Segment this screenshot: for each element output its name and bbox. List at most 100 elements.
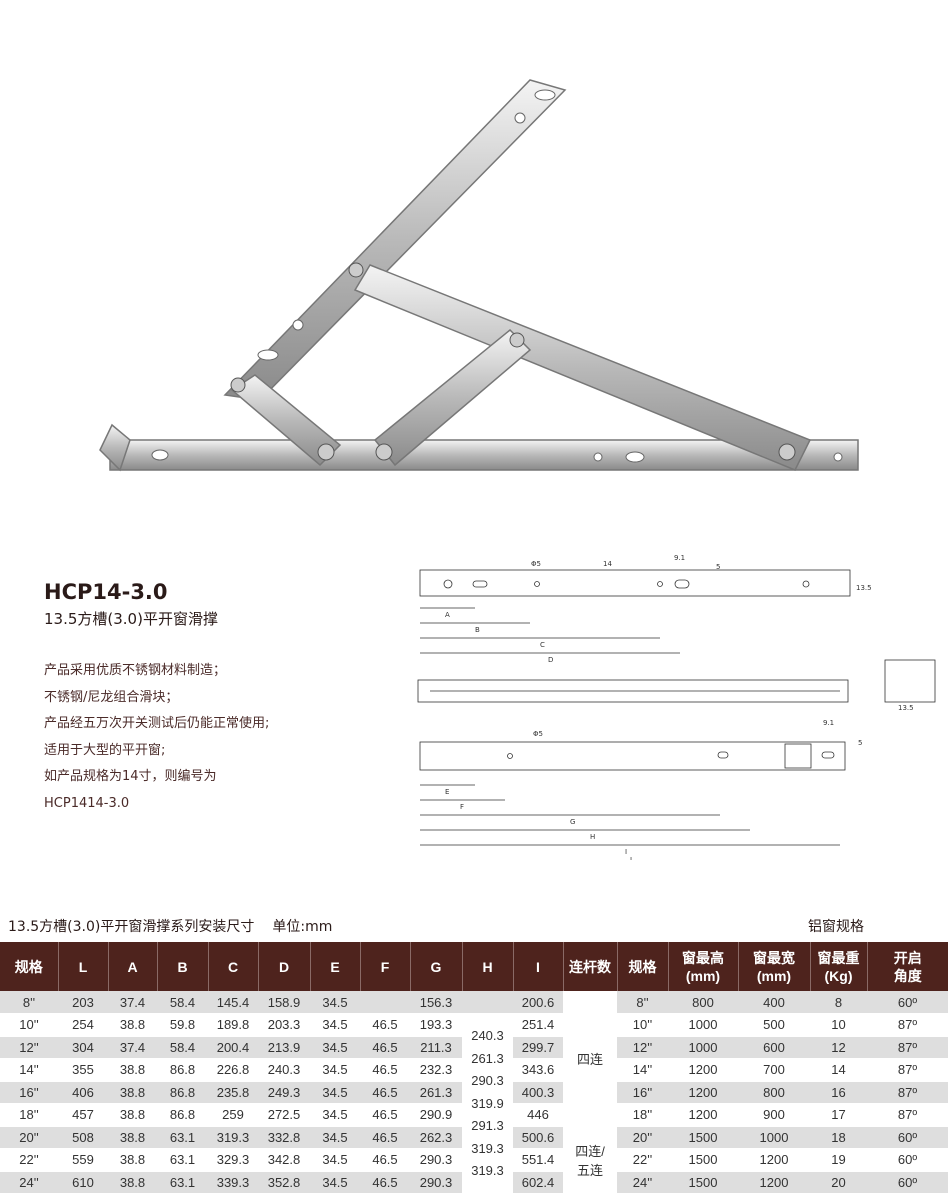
table-cell: 12''	[617, 1036, 668, 1059]
table-cell: 87º	[867, 1081, 948, 1104]
table-cell: 352.8	[258, 1171, 310, 1194]
table-cell: 262.3	[410, 1126, 462, 1149]
table-cell: 339.3	[208, 1171, 258, 1194]
table-cell: 18	[810, 1126, 867, 1149]
feature-item: HCP1414-3.0	[44, 795, 130, 811]
table-cell: 34.5	[310, 1171, 360, 1194]
table-cell: 87º	[867, 1036, 948, 1059]
table-cell: 37.4	[108, 991, 157, 1014]
table-cell: 16''	[617, 1081, 668, 1104]
column-header: E	[309, 942, 360, 991]
table-cell: 20	[810, 1171, 867, 1194]
table-cell: 400	[738, 991, 810, 1014]
table-cell: 193.3	[410, 1013, 462, 1037]
table-cell: 86.8	[157, 1081, 208, 1104]
table-cell: 58.4	[157, 991, 208, 1014]
column-header: 开启 角度	[866, 942, 948, 991]
table-cell: 20''	[617, 1126, 668, 1149]
table-cell: 158.9	[258, 991, 310, 1014]
table-cell: 38.8	[108, 1126, 157, 1149]
table-cell: 46.5	[360, 1171, 410, 1194]
table-cell: 446	[513, 1103, 563, 1127]
svg-text:9.1: 9.1	[823, 719, 834, 727]
table-cell: 19	[810, 1148, 867, 1172]
table-cell: 343.6	[513, 1058, 563, 1082]
svg-text:13.5: 13.5	[856, 584, 872, 592]
svg-text:13.5: 13.5	[898, 704, 914, 712]
table-cell: 10''	[0, 1013, 58, 1037]
table-cell: 46.5	[360, 1126, 410, 1149]
table-cell: 12	[810, 1036, 867, 1059]
table-cell: 87º	[867, 1103, 948, 1127]
column-header: L	[57, 942, 108, 991]
top-view-drawing: A B C D Φ5 14 9.1 5 13.5	[419, 554, 872, 664]
svg-text:9.1: 9.1	[674, 554, 685, 562]
table-cell: 406	[58, 1081, 108, 1104]
table-cell: 189.8	[208, 1013, 258, 1037]
column-header: D	[257, 942, 310, 991]
table-cell: 63.1	[157, 1126, 208, 1149]
h-value: 291.3	[471, 1118, 504, 1133]
svg-text:5: 5	[858, 739, 862, 747]
table-cell: 8	[810, 991, 867, 1014]
table-cell: 1000	[668, 1013, 738, 1037]
feature-item: 产品采用优质不锈钢材料制造；	[44, 663, 227, 678]
svg-text:A: A	[445, 611, 450, 619]
table-cell: 60º	[867, 991, 948, 1014]
link-count-cell: 四连/五连	[563, 1126, 617, 1194]
column-header: A	[107, 942, 157, 991]
table-cell: 34.5	[310, 1058, 360, 1082]
table-cell: 610	[58, 1171, 108, 1194]
table-cell: 46.5	[360, 1103, 410, 1127]
svg-text:B: B	[475, 626, 480, 634]
column-header: 规格	[616, 942, 668, 991]
table-cell: 249.3	[258, 1081, 310, 1104]
window-spec-title: 铝窗规格	[808, 919, 864, 935]
table-cell: 10	[810, 1013, 867, 1037]
table-cell: 342.8	[258, 1148, 310, 1172]
table-cell: 59.8	[157, 1013, 208, 1037]
table-cell: 272.5	[258, 1103, 310, 1127]
table-cell: 34.5	[310, 1126, 360, 1149]
table-cell: 46.5	[360, 1058, 410, 1082]
table-cell: 86.8	[157, 1058, 208, 1082]
svg-text:H: H	[590, 833, 595, 841]
table-cell: 500	[738, 1013, 810, 1037]
table-cell: 600	[738, 1036, 810, 1059]
table-cell: 1500	[668, 1171, 738, 1194]
table-cell: 22''	[617, 1148, 668, 1172]
table-cell: 20''	[0, 1126, 58, 1149]
table-cell: 16''	[0, 1081, 58, 1104]
table-cell: 226.8	[208, 1058, 258, 1082]
feature-item: 产品经五万次开关测试后仍能正常使用;	[44, 716, 270, 731]
h-value: 240.3	[471, 1028, 504, 1043]
table-cell: 38.8	[108, 1058, 157, 1082]
table-cell: 34.5	[310, 1013, 360, 1037]
table-cell: 213.9	[258, 1036, 310, 1059]
table-cell: 254	[58, 1013, 108, 1037]
table-cell: 500.6	[513, 1126, 563, 1149]
table-cell: 14	[810, 1058, 867, 1082]
svg-text:5: 5	[716, 563, 720, 571]
table-cell: 46.5	[360, 1036, 410, 1059]
unit-label: 单位:mm	[272, 919, 333, 935]
svg-text:E: E	[445, 788, 449, 796]
table-cell: 1200	[668, 1058, 738, 1082]
table-cell: 63.1	[157, 1171, 208, 1194]
svg-text:L: L	[630, 856, 634, 860]
feature-item: 适用于大型的平开窗;	[44, 742, 166, 758]
feature-item: 如产品规格为14寸，则编号为	[44, 769, 217, 784]
table-cell: 290.3	[410, 1171, 462, 1194]
table-cell: 38.8	[108, 1148, 157, 1172]
table-cell: 18''	[617, 1103, 668, 1127]
table-cell: 602.4	[513, 1171, 563, 1194]
feature-list: 产品采用优质不锈钢材料制造； 不锈钢/尼龙组合滑块； 产品经五万次开关测试后仍能…	[44, 658, 269, 817]
table-cell: 37.4	[108, 1036, 157, 1059]
column-header: F	[359, 942, 410, 991]
column-header: 窗最重 (Kg)	[809, 942, 867, 991]
technical-drawings: A B C D Φ5 14 9.1 5 13.5 13.5 E F G H I …	[417, 554, 936, 860]
